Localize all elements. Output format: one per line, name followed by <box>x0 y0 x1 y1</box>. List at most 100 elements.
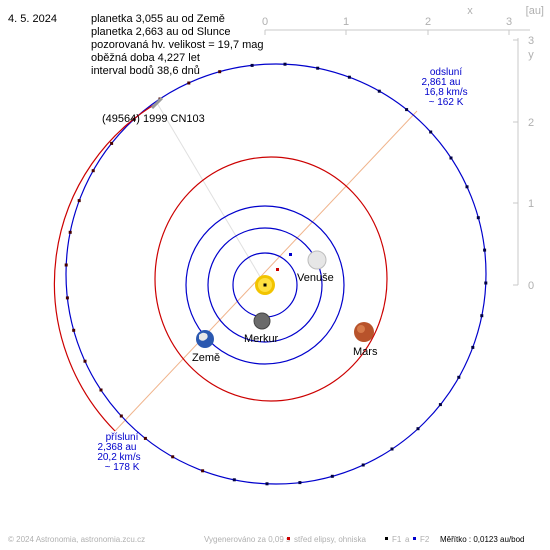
legend-f2-swatch <box>413 537 416 540</box>
orbit-point <box>283 62 287 66</box>
legend-f2-text: F2 <box>420 535 430 544</box>
mercury-label: Merkur <box>244 333 279 345</box>
asteroid-icon <box>150 96 164 110</box>
x-tick-3: 3 <box>506 16 512 28</box>
aphelion-temp: ~ 162 K <box>429 97 464 108</box>
venus-icon <box>307 250 327 270</box>
orbit-point <box>298 481 302 485</box>
legend-f1-text: F1 <box>392 535 402 544</box>
orbit-point <box>476 216 480 220</box>
orbit-point <box>119 414 123 418</box>
orbit-point <box>483 248 487 252</box>
footer: © 2024 Astronomia, astronomia.zcu.cz Vyg… <box>8 535 525 544</box>
date-label: 4. 5. 2024 <box>8 13 57 25</box>
earth-icon <box>196 330 214 348</box>
orbit-point <box>377 89 381 93</box>
generated-text: Vygenerováno za 0,09 s <box>204 535 290 544</box>
y-tick-0: 0 <box>528 280 534 292</box>
asteroid-orbit <box>53 63 487 485</box>
legend-f1-swatch <box>385 537 388 540</box>
orbit-point <box>405 108 409 112</box>
orbit-point <box>201 469 205 473</box>
orbit-point <box>465 185 469 189</box>
asteroid-orbit-points <box>64 62 488 486</box>
orbit-point <box>316 66 320 70</box>
x-tick-0: 0 <box>262 16 268 28</box>
info-line-distance-earth: planetka 3,055 au od Země <box>91 13 225 25</box>
legend-a-text: a <box>405 535 410 544</box>
orbit-point <box>65 296 69 300</box>
orbit-point <box>83 359 87 363</box>
orbit-point <box>390 447 394 451</box>
info-line-distance-sun: planetka 2,663 au od Slunce <box>91 26 230 38</box>
orbit-point <box>143 436 147 440</box>
x-tick-2: 2 <box>425 16 431 28</box>
orbit-point <box>99 388 103 392</box>
orbit-point <box>171 455 175 459</box>
earth-label: Země <box>192 352 220 364</box>
x-axis-label: x <box>467 5 473 17</box>
venus-label: Venuše <box>297 272 334 284</box>
orbit-point <box>77 199 81 203</box>
info-line-magnitude: pozorovaná hv. velikost = 19,7 mag <box>91 39 264 51</box>
orbit-point <box>91 169 95 173</box>
orbit-point <box>64 263 68 267</box>
info-line-period: oběžná doba 4,227 let <box>91 52 200 64</box>
earth-orbit <box>185 205 345 365</box>
orbit-point <box>347 75 351 79</box>
x-tick-1: 1 <box>343 16 349 28</box>
orbit-point <box>72 328 76 332</box>
orbit-point <box>218 70 222 74</box>
orbit-point <box>187 81 191 85</box>
legend-center-text: střed elipsy, ohniska <box>294 535 366 544</box>
orbit-point <box>68 230 72 234</box>
apsis-line <box>114 110 418 432</box>
mars-icon <box>354 322 374 342</box>
ellipse-center-marker <box>276 268 279 271</box>
orbit-point <box>429 130 433 134</box>
info-block: planetka 3,055 au od Země planetka 2,663… <box>91 13 264 77</box>
orbit-point <box>471 345 475 349</box>
y-tick-2: 2 <box>528 117 534 129</box>
y-axis-label: y <box>528 49 534 61</box>
perihelion-speed: 20,2 km/s <box>97 452 140 463</box>
orbit-point <box>232 478 236 482</box>
legend-center-swatch <box>287 537 290 540</box>
perihelion-label: přísluní <box>106 432 139 443</box>
orbit-point <box>416 427 420 431</box>
orbit-point <box>265 482 269 486</box>
focus-f2-marker <box>289 253 292 256</box>
orbit-point <box>484 281 488 285</box>
orbit-point <box>132 117 136 121</box>
scale-text: Měřítko : 0,0123 au/bod <box>440 535 525 544</box>
y-tick-3: 3 <box>528 35 534 47</box>
asteroid-radius-line <box>156 102 266 286</box>
sun-icon <box>255 275 275 295</box>
orbit-point <box>438 403 442 407</box>
y-tick-1: 1 <box>528 198 534 210</box>
y-scale: 3 2 1 0 y <box>513 35 534 292</box>
info-line-interval: interval bodů 38,6 dnů <box>91 65 200 77</box>
aphelion-speed: 16,8 km/s <box>424 87 467 98</box>
mercury-icon <box>253 312 271 330</box>
perihelion-temp: ~ 178 K <box>105 462 140 473</box>
asteroid-name: (49564) 1999 CN103 <box>102 113 205 125</box>
unit-label: [au] <box>526 5 544 17</box>
mars-orbit <box>154 156 388 402</box>
perihelion-info: přísluní 2,368 au 20,2 km/s ~ 178 K <box>97 432 140 473</box>
venus-orbit <box>207 227 323 343</box>
orbit-point <box>330 474 334 478</box>
orbit-point <box>457 375 461 379</box>
orbit-point <box>250 63 254 67</box>
copyright-text: © 2024 Astronomia, astronomia.zcu.cz <box>8 535 145 544</box>
orbit-point <box>480 314 484 318</box>
x-scale: 0 1 2 3 x [au] <box>262 5 544 35</box>
aphelion-distance: 2,861 au <box>422 77 461 88</box>
orbit-point <box>449 156 453 160</box>
mars-label: Mars <box>353 346 378 358</box>
orbit-point <box>361 463 365 467</box>
aphelion-label: odsluní <box>430 67 462 78</box>
aphelion-info: odsluní 2,861 au 16,8 km/s ~ 162 K <box>422 67 468 108</box>
perihelion-distance: 2,368 au <box>98 442 137 453</box>
